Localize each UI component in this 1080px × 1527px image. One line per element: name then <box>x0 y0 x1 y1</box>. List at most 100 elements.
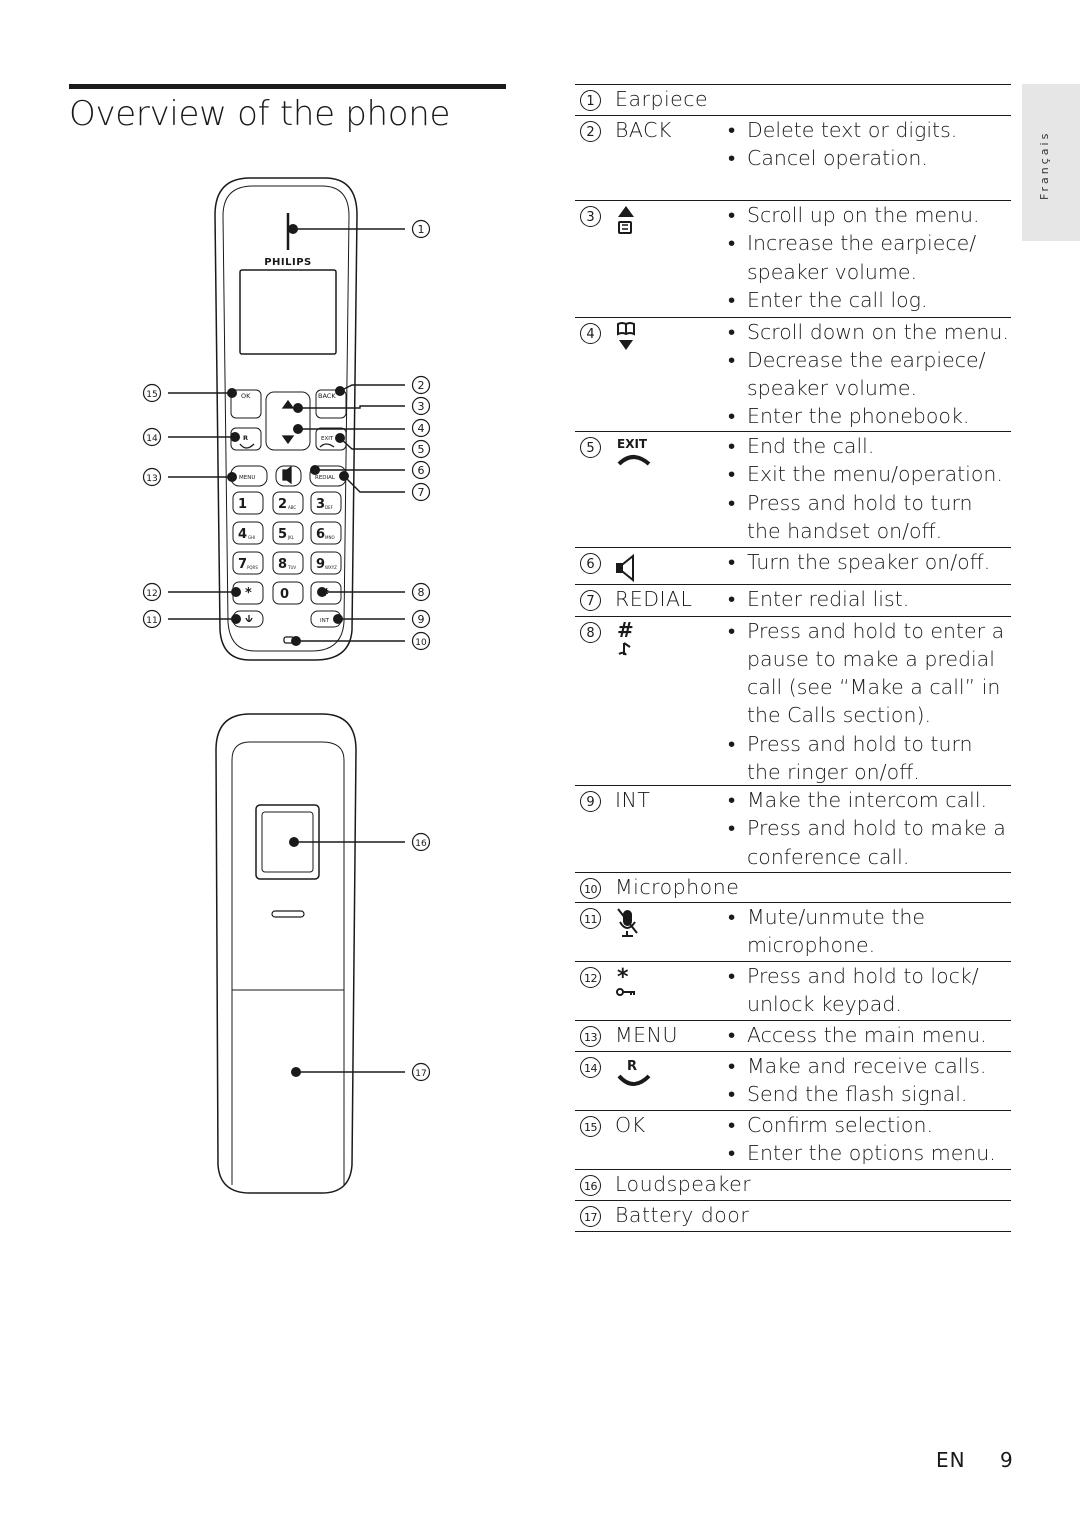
callout-number: 14 <box>146 434 158 444</box>
table-row: 15OKConfirm selection.Enter the options … <box>575 1111 1011 1170</box>
table-row: 9INTMake the intercom call.Press and hol… <box>575 786 1011 873</box>
row-description-item: Make the intercom call. <box>728 786 1011 815</box>
callout-number: 11 <box>146 616 157 626</box>
svg-text:DEF: DEF <box>325 505 334 510</box>
callout-number: 2 <box>418 379 425 392</box>
svg-text:JKL: JKL <box>287 535 295 540</box>
row-description-list: Make the intercom call.Press and hold to… <box>575 786 1011 871</box>
callout-circle <box>411 460 431 480</box>
callout-circle <box>411 631 431 651</box>
svg-text:8: 8 <box>278 557 287 572</box>
row-description-list: Make and receive calls.Send the flash si… <box>575 1052 1011 1109</box>
callout-circle <box>142 582 162 602</box>
row-number-badge: 5 <box>580 437 601 458</box>
svg-text:R: R <box>627 1059 637 1074</box>
callout-circle <box>411 832 431 852</box>
svg-text:9: 9 <box>316 557 325 572</box>
callout-number: 17 <box>415 1069 426 1079</box>
row-key-label: MENU <box>615 1023 678 1047</box>
r-key-label: R <box>243 434 248 442</box>
row-description-item: Press and hold to make a conference call… <box>728 814 1011 871</box>
row-number-badge: 9 <box>580 791 601 812</box>
svg-text:6: 6 <box>316 527 325 542</box>
row-number-badge: 10 <box>580 877 601 899</box>
ok-key-label: OK <box>241 392 251 400</box>
brand-logo: PHILIPS <box>264 257 312 268</box>
page-number: 9 <box>1000 1448 1013 1472</box>
int-key-label: INT <box>320 618 330 624</box>
mute-microphone-icon <box>615 907 641 946</box>
row-description-list: Press and hold to enter a pause to make … <box>575 617 1011 787</box>
callout-circle <box>411 439 431 459</box>
callout-number: 8 <box>418 586 425 599</box>
row-description-list: Access the main menu. <box>575 1021 1011 1050</box>
title-rule <box>69 84 506 89</box>
row-description-item: Press and hold to turn the handset on/of… <box>728 489 1011 546</box>
svg-text:0: 0 <box>280 587 289 602</box>
talk-r-icon: R <box>615 1056 655 1099</box>
up-arrow-call-log-icon <box>615 205 637 248</box>
table-row: 8#Press and hold to enter a pause to mak… <box>575 617 1011 787</box>
table-row: 11 Mute/unmute the microphone. <box>575 903 1011 962</box>
handset-front-inner <box>222 185 350 652</box>
row-key-label: OK <box>615 1113 646 1137</box>
back-key-label: BACK <box>318 392 336 400</box>
callout-circle <box>142 609 162 629</box>
table-row: 7REDIALEnter redial list. <box>575 585 1011 617</box>
redial-key-label: REDIAL <box>315 475 336 481</box>
callout-circle <box>411 1062 431 1082</box>
row-key-label: INT <box>615 788 651 812</box>
row-description-item: Exit the menu/operation. <box>728 460 1011 489</box>
svg-text:WXYZ: WXYZ <box>325 565 337 570</box>
row-description-list: Scroll up on the menu.Increase the earpi… <box>575 201 1011 314</box>
row-description-item: Delete text or digits. <box>728 116 1011 145</box>
row-description-item: Access the main menu. <box>728 1021 1011 1050</box>
callout-number: 12 <box>146 589 157 599</box>
row-description-list: Turn the speaker on/off. <box>575 548 1011 577</box>
row-description-item: Send the flash signal. <box>728 1080 1011 1109</box>
callout-number: 15 <box>146 390 157 400</box>
row-key-label: Earpiece <box>615 87 709 111</box>
svg-text:*: * <box>245 586 252 601</box>
row-number-badge: 4 <box>580 322 601 344</box>
row-description-item: End the call. <box>728 432 1011 461</box>
row-description-list: Delete text or digits.Cancel operation. <box>575 116 1011 173</box>
row-number-badge: 11 <box>580 908 601 929</box>
row-description-item: Scroll up on the menu. <box>728 201 1011 230</box>
callout-circle <box>411 582 431 602</box>
page-title: Overview of the phone <box>69 94 451 134</box>
svg-text:5: 5 <box>278 527 287 542</box>
exit-hangup-icon: EXIT <box>615 436 655 475</box>
svg-text:3: 3 <box>316 497 325 512</box>
row-number-badge: 3 <box>580 206 601 227</box>
row-description-item: Make and receive calls. <box>728 1052 1011 1081</box>
callout-number: 3 <box>418 400 425 413</box>
row-description-item: Press and hold to lock/ unlock keypad. <box>728 962 1011 1019</box>
svg-text:TUV: TUV <box>287 565 296 570</box>
callout-circle <box>411 482 431 502</box>
row-number-badge: 13 <box>580 1026 601 1047</box>
row-description-item: Enter the phonebook. <box>728 402 1011 431</box>
row-description-list: Press and hold to lock/ unlock keypad. <box>575 962 1011 1019</box>
row-description-item: Cancel operation. <box>728 144 1011 173</box>
row-description-item: Enter redial list. <box>728 585 1011 614</box>
row-key-label: BACK <box>615 117 672 142</box>
row-description-item: Press and hold to enter a pause to make … <box>728 617 1011 730</box>
row-description-list: End the call.Exit the menu/operation.Pre… <box>575 432 1011 545</box>
row-number-badge: 15 <box>580 1116 601 1137</box>
callout-number: 13 <box>146 474 157 484</box>
callout-circle <box>411 396 431 416</box>
row-description-item: Mute/unmute the microphone. <box>728 903 1011 960</box>
row-number-badge: 16 <box>580 1174 601 1196</box>
row-description-item: Confirm selection. <box>728 1111 1011 1140</box>
svg-text:ABC: ABC <box>288 505 296 510</box>
exit-key-label: EXIT <box>321 436 334 442</box>
callout-circle <box>142 383 162 403</box>
table-row: 13 MENU Access the main menu. <box>575 1021 1011 1052</box>
hash-ringer-icon: # <box>615 618 637 666</box>
row-key-label: Battery door <box>615 1203 750 1227</box>
